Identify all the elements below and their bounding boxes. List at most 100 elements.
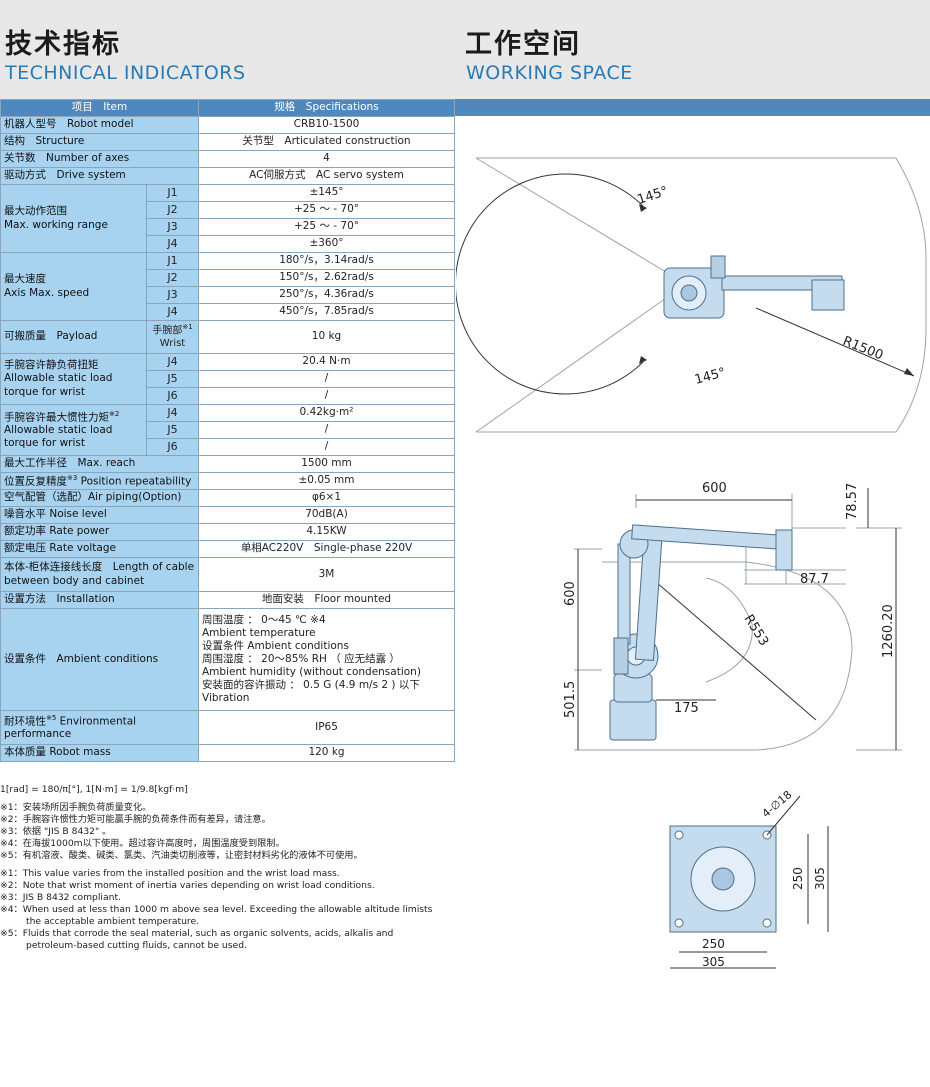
note-en: ※4：When used at less than 1000 m above s… xyxy=(0,904,433,915)
table-row: 位置反复精度※3 Position repeatability ±0.05 mm xyxy=(0,472,455,490)
repeat-label-en: Position repeatability xyxy=(77,475,192,488)
technical-indicators-subtitle: TECHNICAL INDICATORS xyxy=(5,62,246,84)
mass-label: 本体质量 Robot mass xyxy=(0,744,199,762)
range-axis: J1 xyxy=(146,184,199,202)
noise-label: 噪音水平 Noise level xyxy=(0,506,199,524)
table-row: 设置条件 Ambient conditions 周围温度 ： 0～45 ℃ ※4… xyxy=(0,608,455,711)
working-range-outline xyxy=(476,157,927,433)
dim-r553: R553 xyxy=(741,612,772,649)
speed-value: 180°/s，3.14rad/s xyxy=(198,252,455,270)
note-en: the acceptable ambient temperature. xyxy=(26,916,200,927)
table-row: J6 / xyxy=(1,438,455,456)
table-row: 关节数 Number of axes 4 xyxy=(0,150,455,168)
footnotes: 1[rad] = 180/π[°], 1[N·m] = 1/9.8[kgf·m]… xyxy=(0,784,454,952)
speed-label: 最大速度 Axis Max. speed xyxy=(0,252,147,321)
table-row: 设置方法 Installation 地面安装 Floor mounted xyxy=(0,591,455,609)
radius-line xyxy=(755,307,915,377)
dim-175: 175 xyxy=(674,701,699,716)
side-view-drawing: 600 78.57 87.7 R553 600 501.5 175 1260.2… xyxy=(563,481,902,751)
noise-value: 70dB(A) xyxy=(198,506,455,524)
voltage-label: 额定电压 Rate voltage xyxy=(0,540,199,558)
dim-600-left: 600 xyxy=(563,581,578,606)
drive-label: 驱动方式 Drive system xyxy=(0,167,199,185)
torque-label-cn: 手腕容许静负荷扭矩 xyxy=(4,359,99,372)
payload-label: 可搬质量 Payload xyxy=(0,320,147,354)
speed-value: 450°/s，7.85rad/s xyxy=(198,303,455,321)
arrow-head xyxy=(639,356,647,364)
note-en: petroleum-based cutting fluids, cannot b… xyxy=(26,940,247,951)
torque-axis: J6 xyxy=(146,387,199,405)
range-value: +25 ～ - 70° xyxy=(198,218,455,236)
dim-250-v-label: 250 xyxy=(791,867,805,890)
dim-501: 501.5 xyxy=(563,681,578,718)
repeat-label: 位置反复精度※3 Position repeatability xyxy=(0,472,199,490)
table-row: 本体质量 Robot mass 120 kg xyxy=(0,744,455,762)
table-row: 手腕容许最大惯性力矩※2 Allowable static load torqu… xyxy=(0,404,455,456)
table-row: 耐环境性※5 Environmental performance IP65 xyxy=(0,710,455,745)
table-row: J3 250°/s，4.36rad/s xyxy=(1,286,455,304)
mass-value: 120 kg xyxy=(198,744,455,762)
range-label-cn: 最大动作范围 xyxy=(4,205,67,218)
dim-600-top: 600 xyxy=(702,481,727,496)
payload-value: 10 kg xyxy=(198,320,455,354)
inner-envelope xyxy=(705,577,753,683)
speed-axis: J1 xyxy=(146,252,199,270)
inertia-axis: J6 xyxy=(146,438,199,456)
env-line: Ambient temperature xyxy=(202,626,316,639)
inertia-axis: J4 xyxy=(146,404,199,422)
torque-value: / xyxy=(198,387,455,405)
r553-line xyxy=(655,581,817,721)
payload-sub: 手腕部※1 Wrist xyxy=(146,320,199,354)
torque-label-en: Allowable static load torque for wrist xyxy=(4,372,113,398)
mount-hole xyxy=(674,918,684,928)
range-boundary-line xyxy=(475,157,687,285)
drive-value: AC伺服方式 AC servo system xyxy=(198,167,455,185)
env-line: 周围温度 ： 0～45 ℃ ※4 xyxy=(202,613,326,626)
working-envelope xyxy=(602,561,853,751)
model-value: CRB10-1500 xyxy=(198,116,455,134)
table-row: 噪音水平 Noise level 70dB(A) xyxy=(0,506,455,524)
range-boundary-line xyxy=(475,283,687,433)
range-axis: J4 xyxy=(146,235,199,253)
range-axis: J3 xyxy=(146,218,199,236)
axes-label: 关节数 Number of axes xyxy=(0,150,199,168)
speed-label-en: Axis Max. speed xyxy=(4,286,90,299)
dim-250-h-label: 250 xyxy=(702,937,725,951)
arrow-head xyxy=(904,368,914,376)
install-value: 地面安装 Floor mounted xyxy=(198,591,455,609)
env-line: 周围湿度 ： 20～85% RH （ 应无结露 ） xyxy=(202,652,400,665)
structure-label: 结构 Structure xyxy=(0,133,199,151)
envperf-label: 耐环境性※5 Environmental performance xyxy=(0,710,199,745)
payload-sub-mark: ※1 xyxy=(182,323,193,332)
robot-side-view xyxy=(609,524,793,741)
torque-axis: J5 xyxy=(146,370,199,388)
header-item: 项目 Item xyxy=(0,99,199,117)
working-space-title: 工作空间 xyxy=(465,29,581,60)
table-row: 手腕容许静负荷扭矩 Allowable static load torque f… xyxy=(0,353,455,405)
robot-top-view xyxy=(663,255,845,319)
inertia-label-cn: 手腕容许最大惯性力矩 xyxy=(4,411,109,424)
angle-bottom-label: 145° xyxy=(693,365,727,388)
table-row: 最大速度 Axis Max. speed J1 180°/s，3.14rad/s xyxy=(0,252,455,321)
air-value: φ6×1 xyxy=(198,489,455,507)
spec-table: 项目 Item 规格 Specifications 机器人型号 Robot mo… xyxy=(0,99,455,762)
page-header: 技术指标 TECHNICAL INDICATORS 工作空间 WORKING S… xyxy=(0,0,930,99)
mount-hole xyxy=(762,918,772,928)
note-cn: ※1：安装场所因手腕负荷质量变化。 xyxy=(0,802,152,813)
table-row: 额定功率 Rate power 4.15KW xyxy=(0,523,455,541)
mount-hole xyxy=(674,830,684,840)
axes-value: 4 xyxy=(198,150,455,168)
note-en: ※1：This value varies from the installed … xyxy=(0,868,340,879)
range-value: ±360° xyxy=(198,235,455,253)
cable-value: 3M xyxy=(198,557,455,592)
speed-value: 250°/s，4.36rad/s xyxy=(198,286,455,304)
model-label: 机器人型号 Robot model xyxy=(0,116,199,134)
range-label: 最大动作范围 Max. working range xyxy=(0,184,147,253)
technical-indicators-title: 技术指标 xyxy=(5,29,121,60)
table-row: 驱动方式 Drive system AC伺服方式 AC servo system xyxy=(0,167,455,185)
torque-axis: J4 xyxy=(146,353,199,371)
envperf-label-cn: 耐环境性 xyxy=(4,715,46,728)
table-header-row: 项目 Item 规格 Specifications xyxy=(0,99,455,117)
voltage-value: 单相AC220V Single-phase 220V xyxy=(198,540,455,558)
env-label: 设置条件 Ambient conditions xyxy=(0,608,199,711)
